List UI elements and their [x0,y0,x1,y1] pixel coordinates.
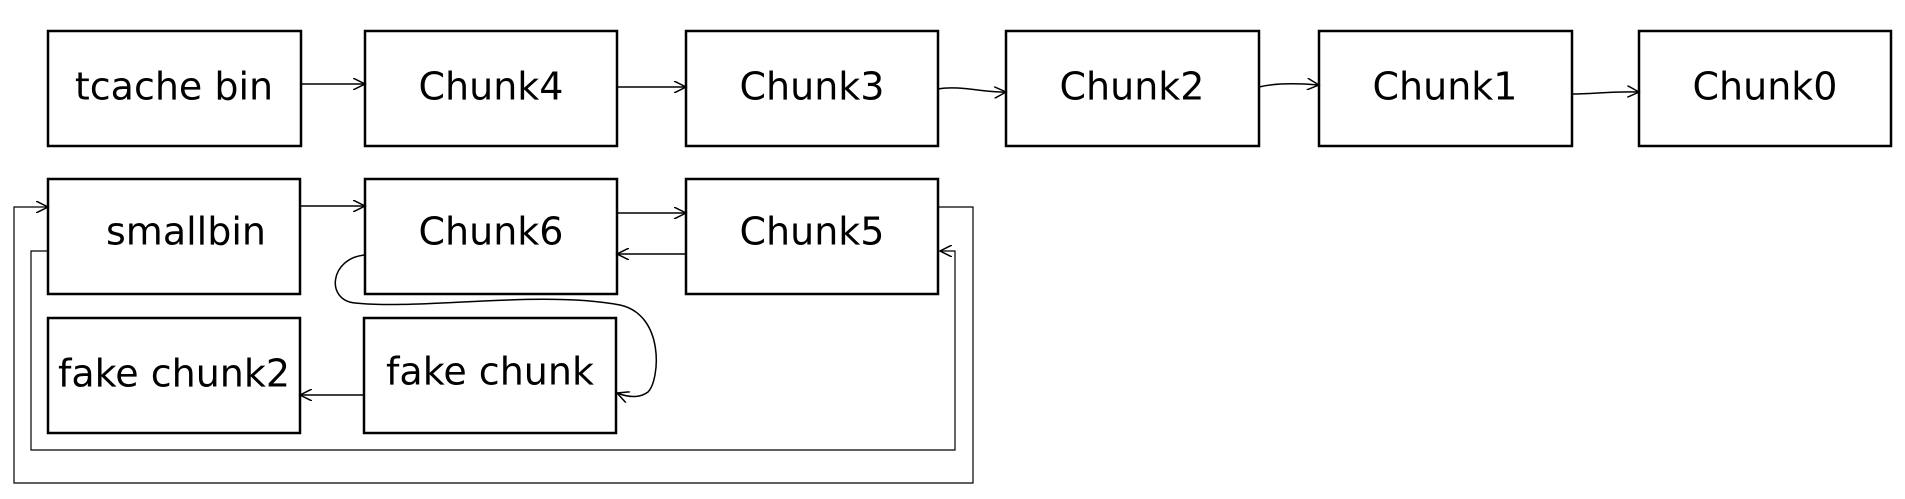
node-label: Chunk1 [1373,65,1518,109]
node-chunk4: Chunk4 [363,29,619,148]
node-label: fake chunk2 [58,352,290,396]
node-label: Chunk6 [419,210,564,254]
loop-fake-chunk2-to-chunk5 [30,251,956,451]
arrow-chunk2-to-chunk1 [1258,84,1319,87]
node-chunk2: Chunk2 [1004,29,1261,148]
loop-chunk5-to-smallbin [13,207,974,484]
node-label: smallbin [106,210,266,254]
node-smallbin: smallbin [46,177,302,296]
arrow-chunk1-to-chunk0 [1571,92,1639,94]
node-label: Chunk2 [1060,65,1205,109]
node-fake-chunk: fake chunk [362,316,618,435]
node-chunk3: Chunk3 [684,29,940,148]
node-fake-chunk2: fake chunk2 [46,316,302,435]
node-label: Chunk5 [740,210,885,254]
node-chunk0: Chunk0 [1637,29,1893,148]
arrow-chunk3-to-chunk2 [937,88,1006,92]
node-label: fake chunk [386,350,594,394]
node-label: Chunk3 [740,65,885,109]
node-label: Chunk4 [419,65,564,109]
arrow-chunk6-to-fake-chunk [334,254,657,397]
node-label: Chunk0 [1693,65,1838,109]
node-chunk5: Chunk5 [684,177,940,296]
node-chunk1: Chunk1 [1317,29,1574,148]
node-chunk6: Chunk6 [363,177,619,296]
node-label: tcache bin [75,65,273,109]
node-tcache-bin: tcache bin [46,29,303,148]
